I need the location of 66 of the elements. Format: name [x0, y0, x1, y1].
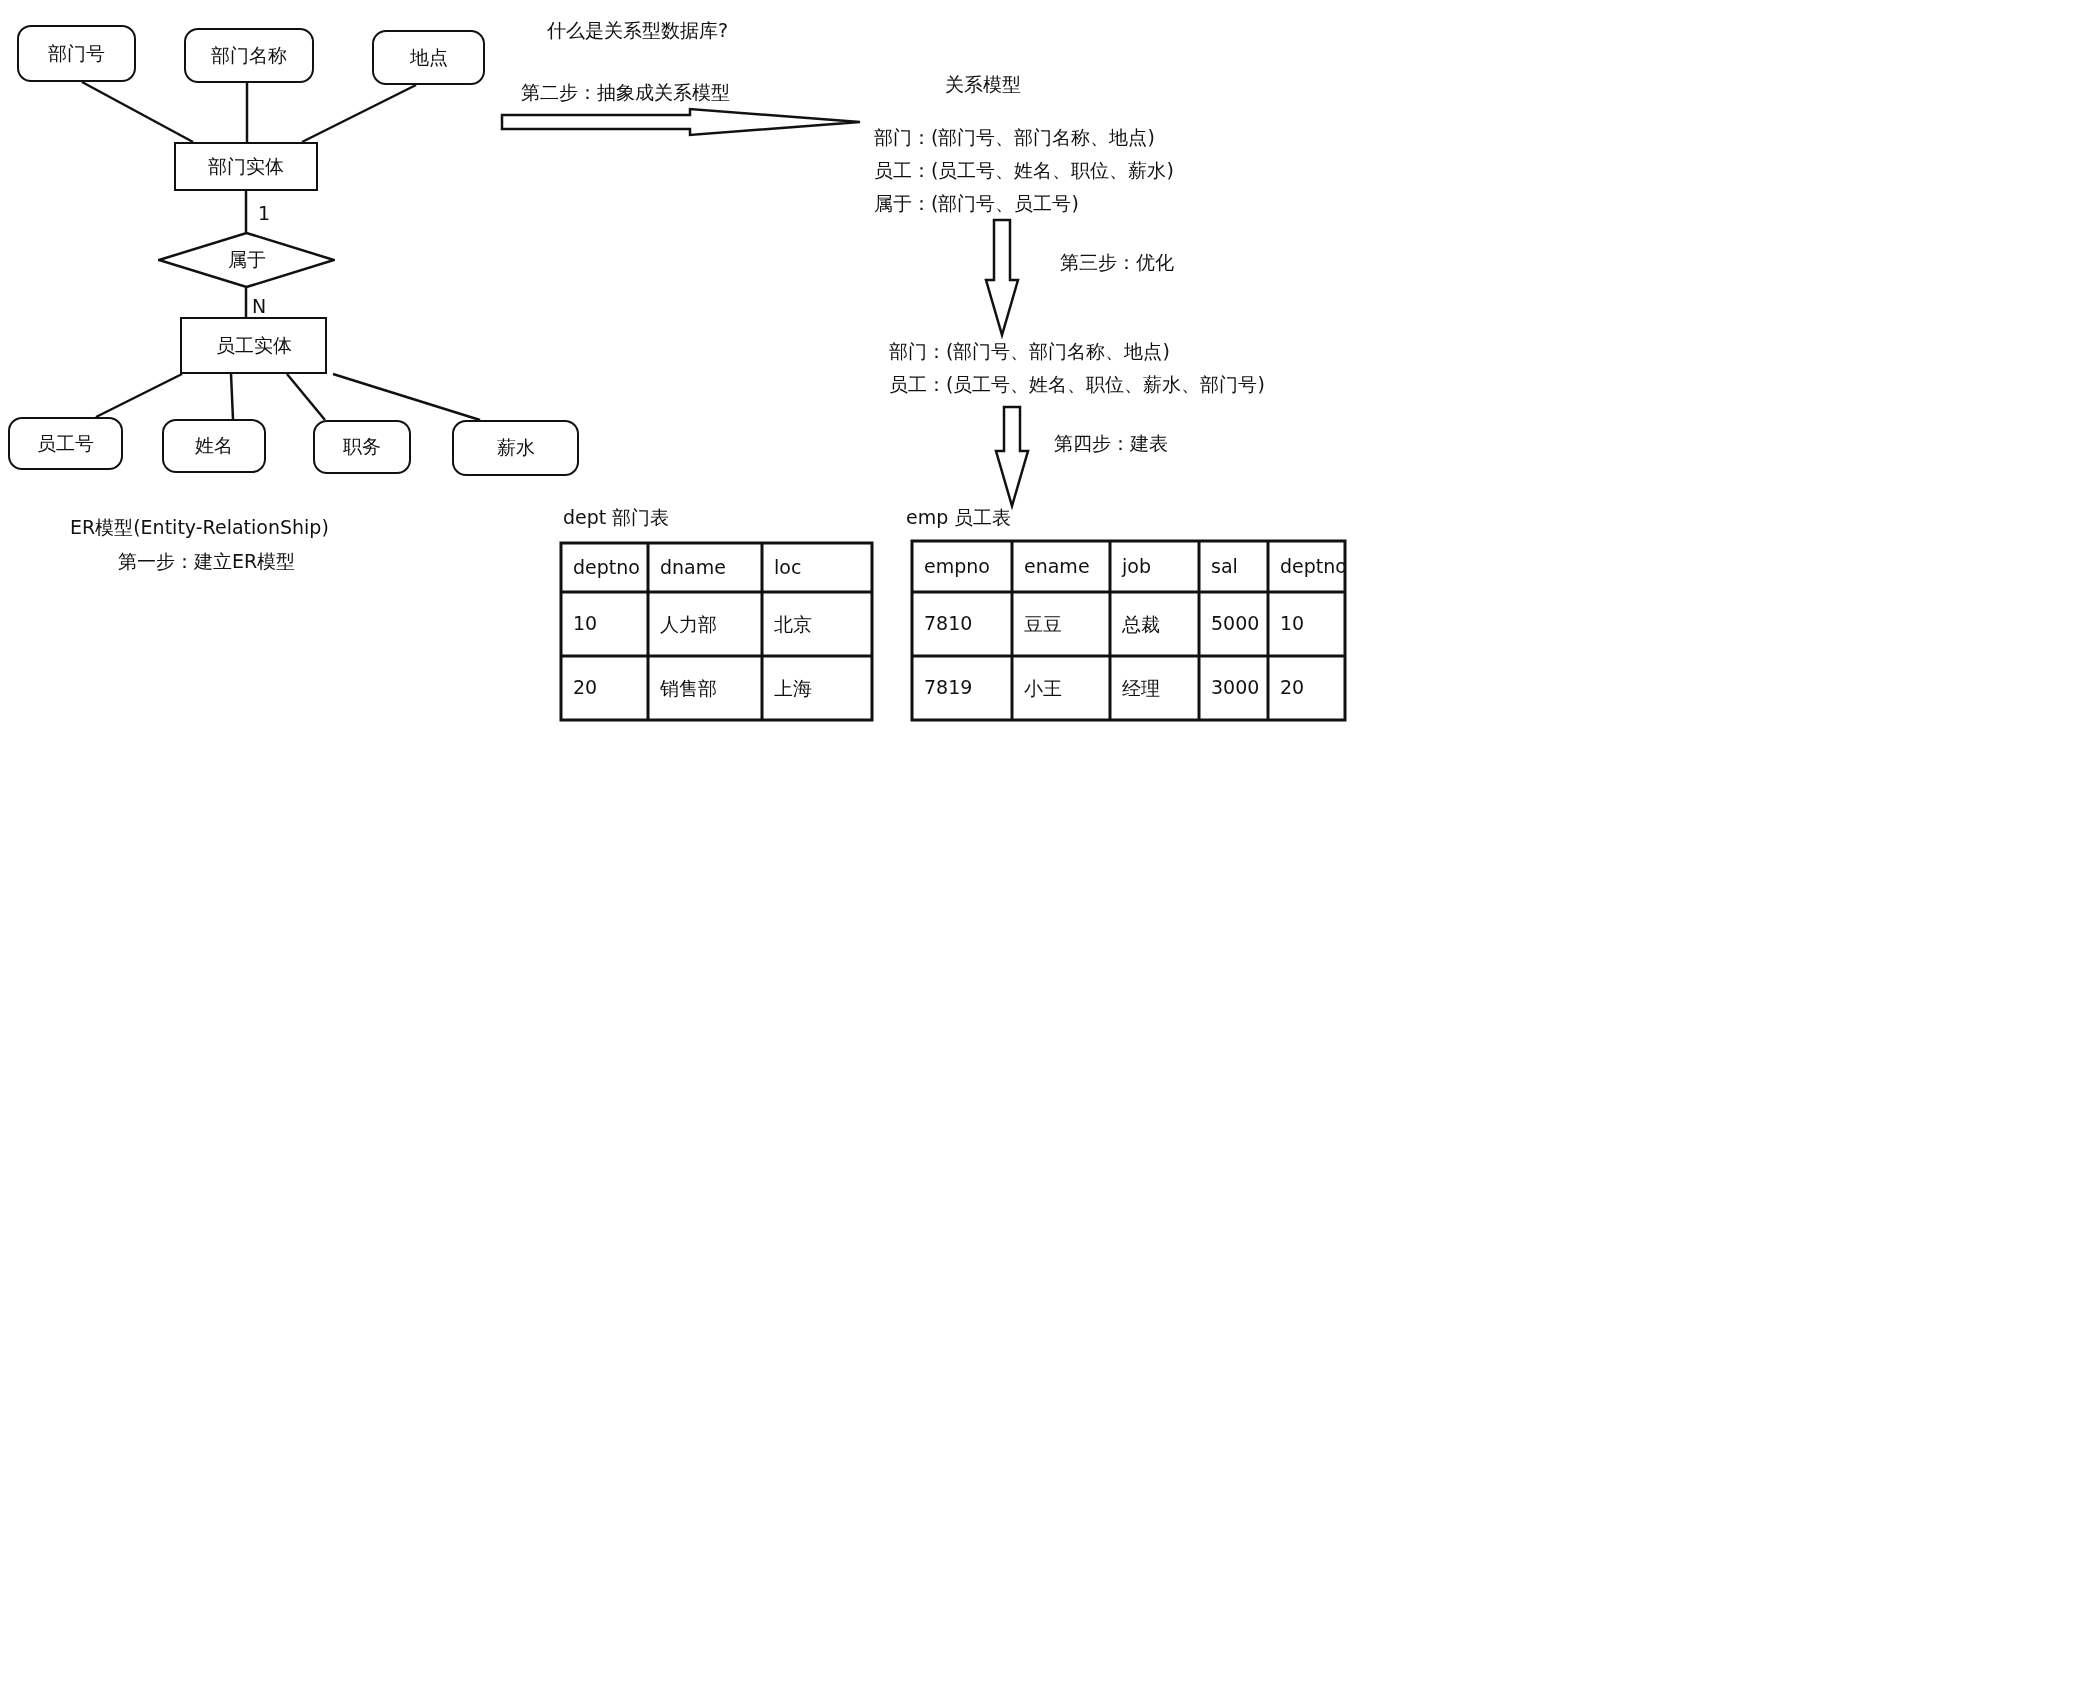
table-cell: 10 — [1280, 612, 1305, 634]
heading-text: 关系模型 — [945, 73, 1021, 95]
table-header: empno — [924, 554, 990, 577]
table-header: dname — [660, 555, 726, 578]
attribute-label: 员工号 — [37, 430, 94, 456]
table-title: emp 员工表 — [906, 505, 1012, 530]
entity-label: 员工实体 — [215, 332, 292, 358]
table-header: deptno — [1280, 554, 1347, 577]
table-cell-text: 北京 — [774, 612, 812, 637]
block-arrow — [984, 218, 1020, 340]
attribute-label: 职务 — [343, 434, 381, 459]
connector-line — [245, 83, 249, 142]
table-header: loc — [774, 555, 802, 578]
table-cell: 5000 — [1211, 612, 1260, 634]
title: 什么是关系型数据库? — [547, 18, 729, 43]
entity-box — [174, 142, 318, 191]
table-cell: 10 — [573, 612, 598, 634]
connector-line — [244, 191, 248, 232]
connector-line — [229, 373, 235, 420]
table-cell: 20 — [573, 676, 598, 698]
entity-label: 部门实体 — [208, 153, 284, 179]
caption-text: ER模型(Entity-RelationShip) — [70, 515, 329, 540]
connector-line — [286, 373, 326, 421]
attribute-box — [162, 419, 266, 473]
table-header: job — [1122, 554, 1151, 577]
table-cell-text: 小王 — [1024, 676, 1062, 701]
table-title: dept 部门表 — [563, 505, 670, 530]
connector-line — [332, 372, 481, 422]
block-arrow — [500, 107, 862, 137]
attribute-label: 部门号 — [48, 40, 105, 66]
table-cell-text: 销售部 — [660, 676, 717, 701]
attribute-box — [8, 417, 123, 470]
table-cell-text: 豆豆 — [1024, 612, 1062, 637]
caption-text: 第一步：建立ER模型 — [118, 549, 296, 574]
table-cell: 3000 — [1211, 676, 1260, 698]
table-cell-text: 经理 — [1122, 676, 1160, 701]
table-cell: 20 — [1280, 676, 1305, 698]
table-cell: 7810 — [924, 612, 973, 634]
table-cell: 7819 — [924, 676, 973, 698]
attribute-label: 部门名称 — [211, 42, 287, 68]
attribute-box — [452, 420, 579, 476]
attribute-label: 姓名 — [195, 433, 233, 458]
connector-line — [301, 83, 417, 144]
connector-line — [81, 80, 194, 144]
relation-schema-text: 员工：(员工号、姓名、职位、薪水、部门号) — [889, 373, 1265, 395]
block-arrow — [994, 405, 1030, 511]
table-header: sal — [1211, 554, 1238, 577]
connector-line — [95, 372, 183, 419]
table-header: ename — [1024, 554, 1090, 577]
table-cell-text: 上海 — [774, 676, 812, 701]
attribute-box — [17, 25, 136, 82]
attribute-box — [184, 28, 314, 83]
table-cell-text: 人力部 — [660, 612, 717, 637]
relationship-label: 属于 — [227, 247, 266, 272]
attribute-label: 地点 — [409, 44, 448, 70]
connector-line — [244, 288, 248, 317]
entity-box — [180, 317, 327, 374]
relation-schema-text: 部门：(部门号、部门名称、地点) — [889, 340, 1170, 362]
attribute-box — [313, 420, 411, 474]
relation-schema-text: 部门：(部门号、部门名称、地点) — [874, 126, 1155, 148]
table-header: deptno — [573, 555, 640, 578]
relation-schema-text: 属于：(部门号、员工号) — [874, 192, 1079, 214]
table-cell-text: 总裁 — [1122, 612, 1160, 637]
attribute-box — [372, 30, 485, 85]
attribute-label: 薪水 — [496, 435, 535, 460]
relation-schema-text: 员工：(员工号、姓名、职位、薪水) — [874, 159, 1174, 181]
